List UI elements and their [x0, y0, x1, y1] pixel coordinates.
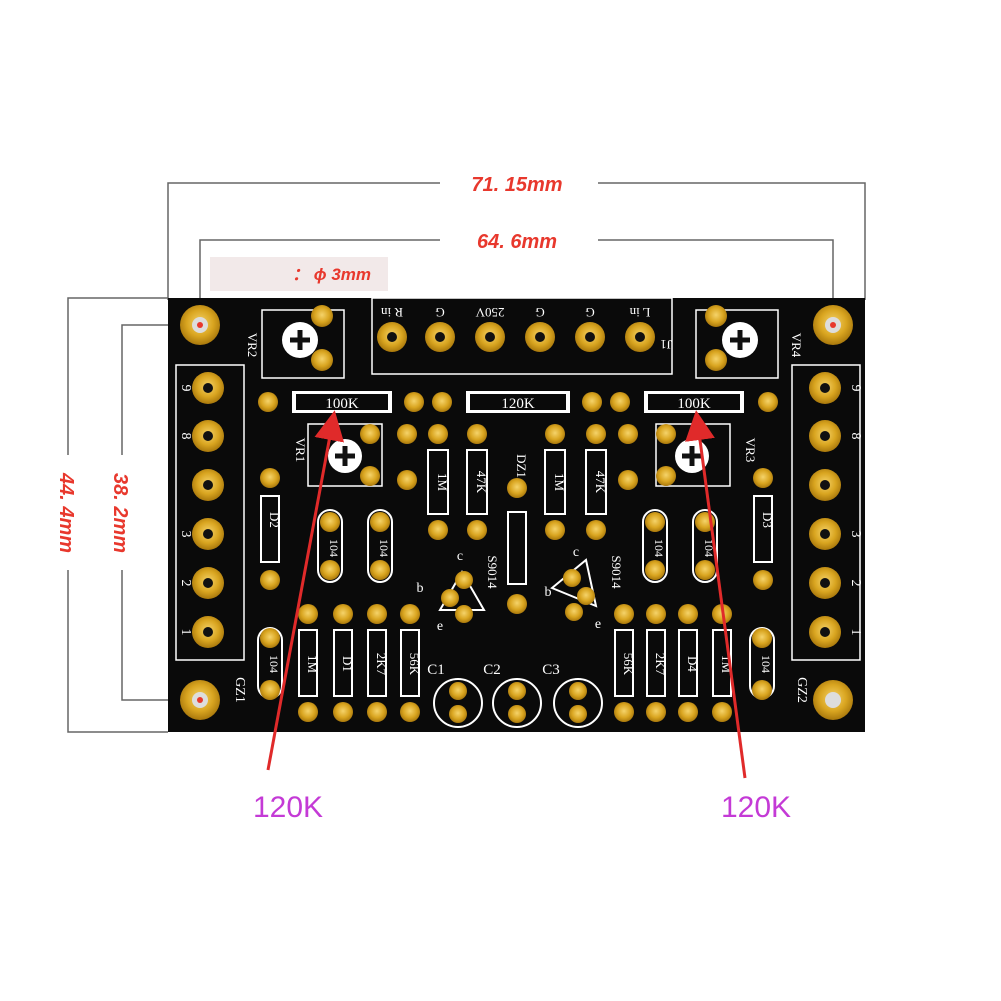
header-right-pin-2: 2	[848, 580, 863, 587]
res-2k7-left: 2K7	[374, 653, 389, 676]
cap-104-a: 104	[327, 539, 341, 557]
electrolytic-caps: C1 C2 C3	[427, 662, 603, 728]
cap-104-c: 104	[652, 539, 666, 557]
c1-label: C1	[427, 662, 445, 678]
res-1m-b: 1M	[552, 473, 567, 492]
c3-label: C3	[542, 662, 560, 678]
resistor-row-top: 100K 120K 100K	[258, 391, 778, 413]
header-gz1: 9 8 3 2 1 GZ1	[175, 364, 247, 703]
header-right-pin-1: 1	[848, 629, 863, 636]
res-47k-a: 47K	[474, 471, 489, 494]
cap-104-b: 104	[377, 539, 391, 557]
j1-pin-rin: R in	[380, 305, 403, 320]
gz2-label: GZ2	[794, 677, 809, 703]
res-47k-b: 47K	[593, 471, 608, 494]
res-100k-right: 100K	[677, 396, 711, 412]
j1-pin-g3: G	[585, 305, 594, 320]
s9014-left: S9014	[485, 555, 500, 589]
vr4-label: VR4	[789, 333, 804, 358]
j1-pin-g1: G	[435, 305, 444, 320]
transistor-left: c b e S9014	[417, 549, 501, 634]
res-56k-right: 56K	[621, 653, 636, 676]
c2-label: C2	[483, 662, 501, 678]
vr3-label: VR3	[743, 438, 758, 463]
tr-left-e: e	[437, 619, 443, 634]
connector-j1: R in G 250V G G L in J1	[371, 297, 673, 375]
hole-diameter-label: ： ϕ 3mm	[292, 265, 371, 284]
res-100k-left: 100K	[325, 396, 359, 412]
hole-spacing-y-label: 38. 2mm	[109, 473, 131, 553]
callout-left-label: 120K	[253, 791, 323, 824]
header-right-pin-8: 8	[848, 433, 863, 440]
tr-right-e: e	[595, 617, 601, 632]
res-120k-mid: 120K	[501, 396, 535, 412]
components-bottom-right: 56K 2K7 D4 1M 104	[614, 604, 775, 722]
header-left-pin-8: 8	[178, 433, 193, 440]
d3-label: D3	[760, 512, 775, 528]
s9014-right: S9014	[609, 555, 624, 589]
header-left-pin-3: 3	[178, 531, 193, 538]
header-left-pin-1: 1	[178, 629, 193, 636]
transistor-right: c b e S9014	[545, 545, 625, 632]
tr-right-b: b	[545, 585, 552, 600]
cap-104-bottom-right: 104	[759, 655, 773, 673]
j1-pin-250v: 250V	[475, 305, 505, 320]
pot-vr3: VR3	[655, 423, 758, 487]
vr1-label: VR1	[293, 438, 308, 463]
d4-label: D4	[685, 656, 700, 672]
callout-arrows	[266, 410, 747, 779]
caps-104-upper: 104 104 104 104	[317, 509, 718, 583]
arrow-right	[685, 410, 747, 779]
res-2k7-right: 2K7	[653, 653, 668, 676]
j1-pin-lin: L in	[629, 305, 650, 320]
tr-right-c: c	[573, 545, 579, 560]
callout-right-label: 120K	[721, 791, 791, 824]
arrow-left	[266, 410, 345, 771]
header-left-pin-9: 9	[178, 385, 193, 392]
res-1m-bottom-left: 1M	[305, 655, 320, 674]
j1-label: J1	[660, 337, 672, 352]
d1-label: D1	[340, 656, 355, 672]
tr-left-b: b	[417, 581, 424, 596]
diodes-d2-d3: D2 D3	[260, 468, 775, 590]
tr-left-c: c	[457, 549, 463, 564]
board-height-label: 44. 4mm	[55, 472, 77, 553]
header-left-pin-2: 2	[178, 580, 193, 587]
cap-104-bottom-left: 104	[267, 655, 281, 673]
components-bottom-left: 104 1M D1 2K7 56K	[257, 604, 422, 722]
vr2-label: VR2	[245, 333, 260, 358]
gz1-label: GZ1	[232, 677, 247, 703]
resistors-middle: 1M 47K 1M 47K DZ1	[397, 424, 638, 614]
dz1-label: DZ1	[514, 454, 529, 478]
d2-label: D2	[267, 512, 282, 528]
hole-spacing-x-label: 64. 6mm	[477, 231, 557, 253]
j1-pin-g2: G	[535, 305, 544, 320]
res-1m-a: 1M	[435, 473, 450, 492]
pot-vr1: VR1	[293, 423, 383, 487]
res-56k-left: 56K	[407, 653, 422, 676]
mounting-holes	[180, 305, 853, 720]
header-right-pin-9: 9	[848, 385, 863, 392]
pot-vr4: VR4	[695, 305, 804, 379]
pot-vr2: VR2	[245, 305, 345, 379]
hole-diameter-box	[210, 257, 388, 291]
pcb-board	[168, 298, 865, 732]
board-width-label: 71. 15mm	[471, 174, 562, 196]
header-gz2: 9 8 3 2 1 GZ2	[791, 364, 863, 703]
header-right-pin-3: 3	[848, 531, 863, 538]
